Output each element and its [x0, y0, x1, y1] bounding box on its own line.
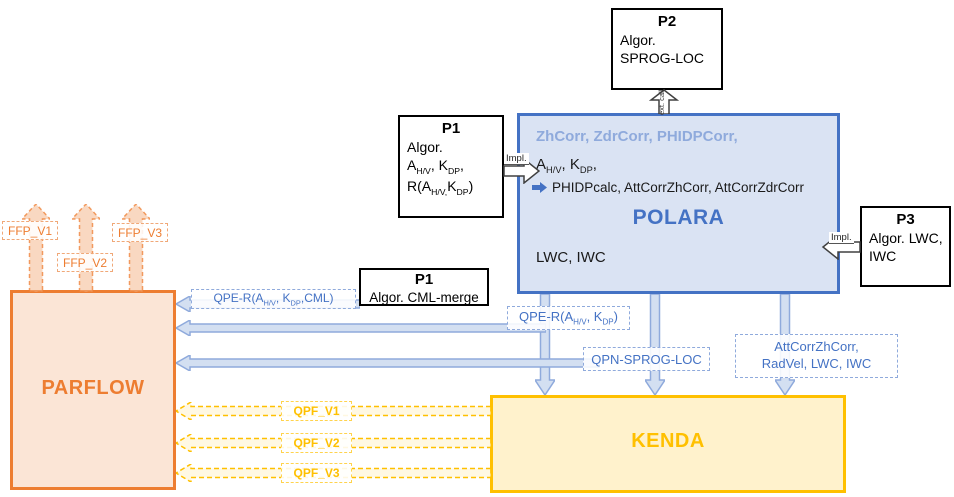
formula-sub: H/V — [546, 165, 562, 175]
kenda-box: KENDA — [490, 395, 846, 493]
polara-kenda-arrow-2 — [645, 294, 665, 395]
attcorr-line2: RadVel, LWC, IWC — [761, 356, 872, 371]
formula-sub: H/V, — [431, 186, 448, 197]
right-arrow-icon — [532, 182, 547, 193]
parflow-box: PARFLOW — [10, 290, 176, 490]
ext-call-label: ext. call — [657, 89, 666, 115]
ffp-v2-arrow — [72, 204, 100, 292]
formula-part: K — [447, 177, 457, 194]
formula-sub: H/V — [263, 298, 276, 308]
formula-part: QPE-R(A — [518, 309, 574, 325]
impl-label-p1: Impl. — [504, 153, 529, 165]
formula-part: A — [407, 157, 417, 173]
qpf-v2-label: QPF_V2 — [281, 433, 352, 453]
qpf-v1-label: QPF_V1 — [281, 401, 352, 421]
ffp-v2-label: FFP_V2 — [57, 253, 113, 272]
formula-part: , — [592, 156, 597, 173]
p1-top-formula-1: AH/V, KDP, — [400, 155, 502, 176]
ffp-v1-label: FFP_V1 — [2, 221, 58, 240]
parflow-title: PARFLOW — [41, 377, 145, 399]
formula-part: ) — [613, 309, 619, 325]
ffp-v3-label: FFP_V3 — [112, 223, 168, 242]
polara-corrections-line: ZhCorr, ZdrCorr, PHIDPCorr, — [536, 128, 738, 145]
p2-box: P2 Algor. SPROG-LOC — [611, 8, 723, 90]
qpe-cml-text: QPE-R(AH/V, KDP,CML) — [213, 291, 333, 307]
p1-mid-title: P1 — [414, 271, 434, 288]
qpe-label: QPE-R(AH/V, KDP) — [507, 306, 630, 330]
polara-calc-text: PHIDPcalc, AttCorrZhCorr, AttCorrZdrCorr — [552, 180, 805, 195]
p1-top-line1: Algor. — [407, 139, 443, 155]
formula-part: QPE-R(A — [213, 290, 264, 305]
p1-mid-box: P1 Algor. CML-merge — [359, 268, 489, 306]
polara-lwc-line: LWC, IWC — [536, 249, 606, 266]
formula-part: ,CML) — [300, 290, 334, 305]
qpn-sprog-loc-label: QPN-SPROG-LOC — [583, 347, 710, 371]
p1-top-formula-2: R(AH/V,KDP) — [400, 176, 502, 197]
qpn-arrow — [176, 355, 600, 371]
formula-part: , — [459, 157, 464, 173]
p2-line1: Algor. — [620, 32, 656, 48]
qpe-cml-label: QPE-R(AH/V, KDP,CML) — [191, 289, 356, 309]
p3-line1: Algor. LWC, — [869, 230, 943, 246]
qpe-arrow — [176, 320, 546, 336]
polara-title: POLARA — [632, 206, 725, 229]
attcorr-label: AttCorrZhCorr, RadVel, LWC, IWC — [735, 334, 898, 378]
formula-part: R(A — [407, 177, 432, 194]
formula-sub: DP — [447, 165, 460, 176]
ext-call-arrow — [649, 89, 679, 114]
formula-sub: DP — [290, 298, 301, 308]
p1-mid-line1: Algor. CML-merge — [369, 290, 479, 305]
p3-title: P3 — [896, 211, 915, 228]
polara-calc-line: PHIDPcalc, AttCorrZhCorr, AttCorrZdrCorr — [532, 180, 804, 195]
polara-box: ZhCorr, ZdrCorr, PHIDPCorr, AH/V, KDP, P… — [517, 113, 840, 294]
formula-sub: DP — [579, 165, 593, 175]
qpf-v3-label: QPF_V3 — [281, 463, 352, 483]
p3-box: P3 Algor. LWC, IWC — [860, 206, 951, 287]
formula-sub: H/V — [573, 317, 587, 327]
attcorr-line1: AttCorrZhCorr, — [774, 339, 859, 355]
ffp-v1-arrow — [22, 204, 50, 292]
formula-sub: DP — [602, 317, 614, 327]
polara-formula-line: AH/V, KDP, — [536, 156, 597, 175]
p1-top-box: P1 Algor. AH/V, KDP, R(AH/V,KDP) — [398, 115, 504, 218]
formula-part: , K — [561, 156, 580, 173]
formula-part: A — [536, 156, 547, 173]
formula-part: ) — [468, 177, 474, 194]
qpe-text: QPE-R(AH/V, KDP) — [519, 309, 618, 327]
formula-part: , K — [430, 157, 448, 173]
formula-sub: H/V — [416, 165, 431, 176]
formula-sub: DP — [456, 186, 469, 197]
formula-part: , K — [586, 309, 603, 325]
p2-title: P2 — [657, 13, 677, 30]
p3-line2: IWC — [869, 248, 897, 264]
p2-line2: SPROG-LOC — [620, 50, 705, 66]
formula-part: , K — [275, 290, 291, 305]
impl-label-p3: Impl. — [829, 232, 854, 244]
p1-top-title: P1 — [441, 120, 461, 137]
kenda-title: KENDA — [631, 430, 705, 452]
ffp-v3-arrow — [122, 204, 150, 292]
